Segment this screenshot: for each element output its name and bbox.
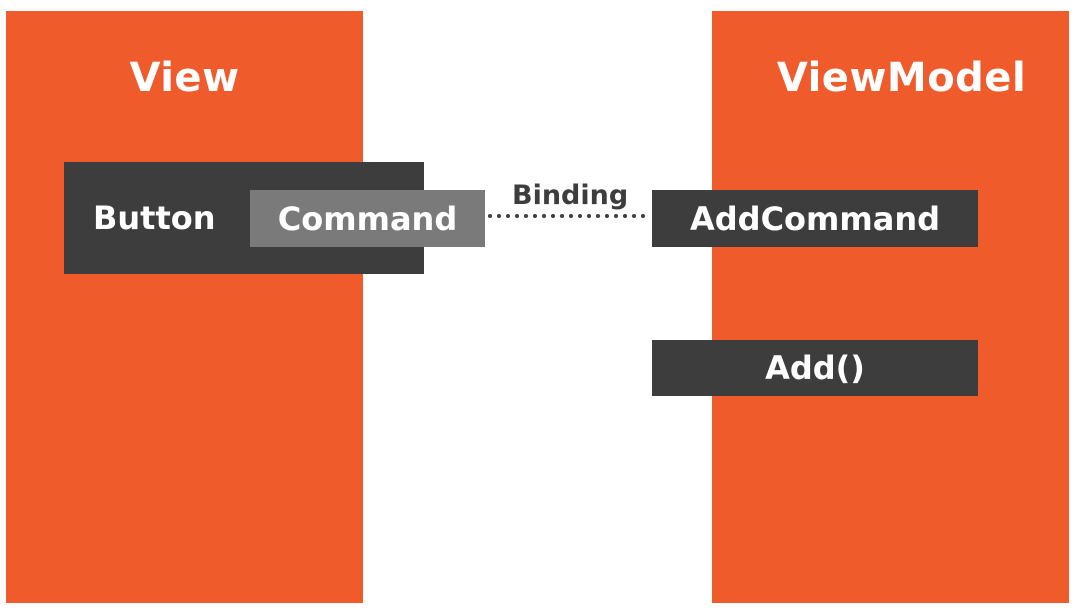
viewmodel-title: ViewModel [776,55,1027,101]
button-label: Button [93,199,216,237]
addcommand-label: AddCommand [689,199,940,238]
add-method-box: Add() [652,340,978,396]
command-label: Command [277,199,458,238]
binding-label: Binding [512,180,629,211]
viewmodel-panel: ViewModel [712,11,1069,603]
command-box: Command [250,190,485,247]
addcommand-box: AddCommand [652,190,978,247]
view-panel: View [6,11,363,603]
view-title: View [129,55,240,101]
binding-connector [488,214,650,218]
add-method-label: Add() [765,349,865,387]
